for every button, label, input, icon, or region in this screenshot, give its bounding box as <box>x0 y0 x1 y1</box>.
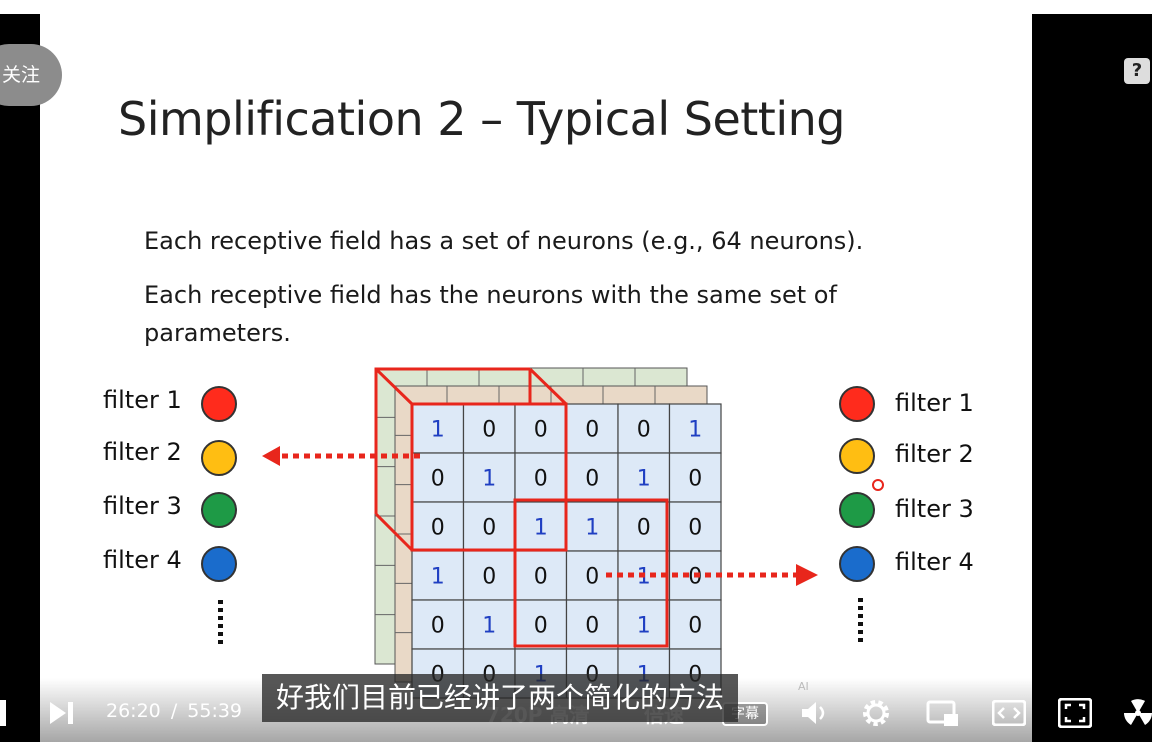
grid-cell <box>462 550 516 601</box>
bullet-1: Each receptive field has a set of neuron… <box>144 227 864 255</box>
grid-cell-value: 0 <box>585 467 599 492</box>
radiation-icon[interactable] <box>1122 696 1152 730</box>
grid-cell-value: 0 <box>688 614 702 639</box>
grid-cell <box>514 599 568 650</box>
next-icon[interactable] <box>50 702 74 724</box>
right-filter-1-label: filter 1 <box>895 389 974 417</box>
right-filter-1-dot <box>839 386 875 422</box>
grid-cell-value: 0 <box>534 418 548 443</box>
grid-cell-value: 0 <box>431 467 445 492</box>
left-filter-2-label: filter 2 <box>103 438 182 466</box>
grid-cell <box>462 599 516 650</box>
settings-gear-icon[interactable] <box>860 697 892 729</box>
grid-cell <box>668 403 722 454</box>
left-filter-2-dot <box>201 440 237 476</box>
arrow-right-head <box>796 564 818 586</box>
left-filter-4-dot <box>201 546 237 582</box>
grid-cell-value: 0 <box>637 516 651 541</box>
receptive-field-top-left <box>374 367 568 552</box>
grid-cell <box>668 599 722 650</box>
grid-cell <box>514 452 568 503</box>
left-filter-3-dot <box>201 492 237 528</box>
grid-cell-value: 1 <box>637 614 651 639</box>
grid-cell-value: 0 <box>482 418 496 443</box>
grid-cell-value: 0 <box>431 614 445 639</box>
current-time: 26:20 <box>106 700 161 722</box>
grid-cell-value: 0 <box>482 565 496 590</box>
follow-button[interactable]: 关注 <box>0 44 62 106</box>
subtitle-caption: 好我们目前已经讲了两个简化的方法 <box>262 674 739 722</box>
left-filter-3-label: filter 3 <box>103 492 182 520</box>
grid-cell-value: 1 <box>431 418 445 443</box>
grid-cell-value: 0 <box>431 516 445 541</box>
left-filter-1-dot <box>201 386 237 422</box>
grid-cell <box>565 599 619 650</box>
web-fullscreen-icon[interactable] <box>992 700 1026 726</box>
grid-cell-value: 1 <box>637 467 651 492</box>
slide: Simplification 2 – Typical Setting Each … <box>40 14 1032 742</box>
right-filter-3-dot <box>839 492 875 528</box>
grid-cell-value: 0 <box>534 467 548 492</box>
ai-badge: AI <box>798 680 809 693</box>
arrow-left-head <box>262 446 280 466</box>
grid-cell-value: 1 <box>688 418 702 443</box>
top-strip <box>0 0 1152 14</box>
right-filter-3-label: filter 3 <box>895 495 974 523</box>
grid-cell <box>411 599 465 650</box>
grid-cell <box>411 452 465 503</box>
grid-cell <box>668 501 722 552</box>
grid-cell-value: 0 <box>534 614 548 639</box>
grid-cell <box>668 452 722 503</box>
grid-cell <box>565 403 619 454</box>
grid-cell-value: 1 <box>534 516 548 541</box>
left-more-dots <box>218 600 223 648</box>
time-display: 26:20 / 55:39 <box>106 700 242 722</box>
grid-cell <box>617 403 671 454</box>
laser-pointer <box>872 479 884 491</box>
grid-cell <box>617 452 671 503</box>
grid-cell <box>565 501 619 552</box>
grid-cell-value: 0 <box>585 418 599 443</box>
input-grid: 100001010010001100100010010010001010 <box>411 403 722 699</box>
grid-cell-value: 0 <box>637 418 651 443</box>
left-filter-4-label: filter 4 <box>103 546 182 574</box>
help-button[interactable]: ? <box>1124 58 1150 84</box>
grid-cell-value: 1 <box>585 516 599 541</box>
previous-icon[interactable] <box>0 700 10 726</box>
grid-cell-value: 0 <box>585 614 599 639</box>
slide-title: Simplification 2 – Typical Setting <box>118 92 845 146</box>
grid-cell-value: 0 <box>688 516 702 541</box>
right-filter-2-dot <box>839 438 875 474</box>
grid-cell <box>514 403 568 454</box>
grid-cell-value: 1 <box>431 565 445 590</box>
grid-cell-value: 0 <box>585 565 599 590</box>
time-separator: / <box>170 700 178 722</box>
grid-cell <box>411 550 465 601</box>
right-filter-2-label: filter 2 <box>895 440 974 468</box>
grid-cell-value: 1 <box>482 467 496 492</box>
picture-in-picture-icon[interactable] <box>926 700 962 728</box>
grid-cell-value: 0 <box>688 467 702 492</box>
grid-cell-value: 1 <box>482 614 496 639</box>
fullscreen-icon[interactable] <box>1058 698 1092 728</box>
total-time: 55:39 <box>187 700 243 722</box>
right-filter-4-dot <box>839 546 875 582</box>
grid-cell-value: 0 <box>534 565 548 590</box>
conv-diagram: 100001010010001100100010010010001010 <box>262 367 884 699</box>
bullet-2: Each receptive field has the neurons wit… <box>144 281 837 347</box>
right-more-dots <box>858 598 863 644</box>
grid-cell-value: 0 <box>482 516 496 541</box>
left-filter-1-label: filter 1 <box>103 386 182 414</box>
right-filter-4-label: filter 4 <box>895 548 974 576</box>
volume-icon[interactable] <box>800 700 828 726</box>
